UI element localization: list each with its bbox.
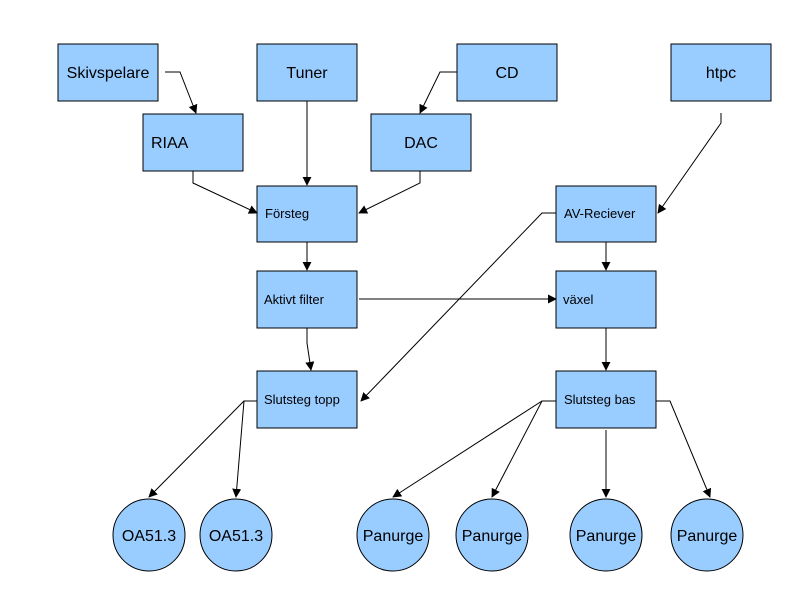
node-panurge-4: Panurge <box>670 498 744 572</box>
node-panurge-4-label: Panurge <box>677 528 738 545</box>
edge-cd-to-dac <box>419 71 457 114</box>
connectors <box>148 71 722 498</box>
node-panurge-2: Panurge <box>455 498 529 572</box>
edge-htpc-to-av-reciever <box>657 113 722 214</box>
node-cd-label: CD <box>495 65 518 82</box>
node-dac: DAC <box>370 113 472 172</box>
node-slutsteg-topp: Slutsteg topp <box>256 370 358 429</box>
node-panurge-3-label: Panurge <box>576 528 637 545</box>
edge-av-reciever-to-slutsteg-topp <box>360 212 556 402</box>
edge-dac-to-forsteg <box>358 171 421 214</box>
node-av-reciever-label: AV-Reciever <box>564 206 636 221</box>
node-riaa-label: RIAA <box>151 135 189 152</box>
edge-skivspelare-to-riaa <box>165 71 198 114</box>
node-slutsteg-bas: Slutsteg bas <box>555 370 657 429</box>
node-aktivt-filter: Aktivt filter <box>256 270 358 329</box>
node-aktivt-filter-label: Aktivt filter <box>264 292 325 307</box>
node-vaxel: växel <box>555 270 657 329</box>
node-forsteg-label: Försteg <box>265 206 309 221</box>
edge-slutsteg-bas-to-panurge-1 <box>392 400 556 498</box>
node-tuner: Tuner <box>256 43 358 102</box>
node-panurge-1: Panurge <box>356 498 430 572</box>
node-htpc-label: htpc <box>706 65 736 82</box>
node-skivspelare: Skivspelare <box>57 43 159 102</box>
node-oa-left-label: OA51.3 <box>122 528 176 545</box>
node-vaxel-label: växel <box>563 292 593 307</box>
node-slutsteg-bas-label: Slutsteg bas <box>564 392 636 407</box>
node-cd: CD <box>456 43 558 102</box>
node-panurge-3: Panurge <box>569 498 643 572</box>
node-slutsteg-topp-label: Slutsteg topp <box>264 392 340 407</box>
node-skivspelare-label: Skivspelare <box>67 65 150 82</box>
node-panurge-1-label: Panurge <box>363 528 424 545</box>
node-riaa: RIAA <box>142 113 244 172</box>
edge-slutsteg-topp-to-oa-left <box>148 400 257 498</box>
node-oa-right: OA51.3 <box>199 498 273 572</box>
edge-aktivt-filter-to-slutsteg-topp <box>305 328 315 371</box>
node-dac-label: DAC <box>404 135 438 152</box>
node-forsteg: Försteg <box>256 185 358 243</box>
edge-slutsteg-bas-to-panurge-4 <box>656 400 712 498</box>
edge-slutsteg-topp-to-oa-right <box>232 400 257 498</box>
edge-slutsteg-bas-to-panurge-2 <box>491 400 556 498</box>
node-av-reciever: AV-Reciever <box>555 185 657 243</box>
node-oa-right-label: OA51.3 <box>209 528 263 545</box>
node-tuner-label: Tuner <box>286 65 328 82</box>
node-panurge-2-label: Panurge <box>462 528 523 545</box>
node-htpc: htpc <box>670 43 772 102</box>
edge-riaa-to-forsteg <box>192 171 258 214</box>
node-oa-left: OA51.3 <box>112 498 186 572</box>
